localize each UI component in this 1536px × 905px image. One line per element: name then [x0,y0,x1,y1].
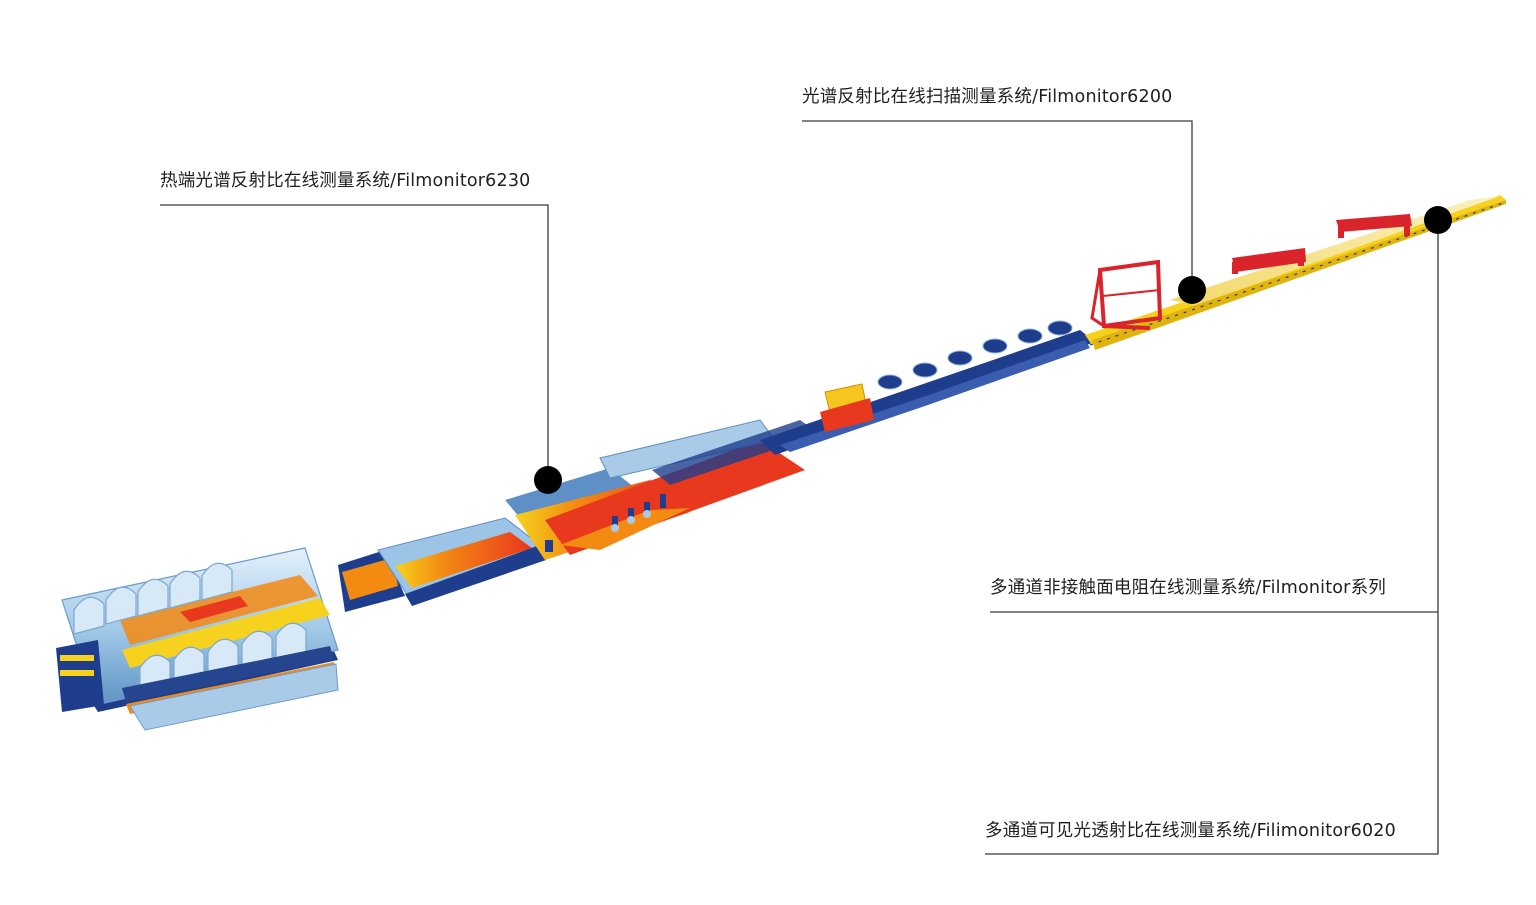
leader-line-filmonitor6200 [802,120,1193,290]
float-furnace [56,547,339,731]
scanner-gantry-large [1090,259,1163,330]
cold-end-conveyor [1085,195,1507,350]
leader-line-filmonitor6230 [160,204,549,480]
marker-dot-filmonitor6200 [1178,276,1206,304]
marker-dot-cold-end [1424,206,1452,234]
glass-production-line [56,195,1507,731]
marker-dot-filmonitor6230 [534,466,562,494]
callout-label-filmonitor6230: 热端光谱反射比在线测量系统/Filmonitor6230 [160,171,531,191]
scanner-gantry-small [1336,214,1412,238]
callout-label-filmonitor6020: 多通道可见光透射比在线测量系统/Filimonitor6020 [985,821,1396,841]
tin-bath [338,419,820,612]
callout-label-filmonitor-series: 多通道非接触面电阻在线测量系统/Filmonitor系列 [990,578,1386,598]
leader-line-filmonitor-series [990,220,1439,613]
leader-line-filmonitor6020 [985,612,1439,855]
callout-label-filmonitor6200: 光谱反射比在线扫描测量系统/Filmonitor6200 [802,87,1173,107]
scanner-gantry-medium [1232,248,1306,274]
annealing-lehr [760,320,1095,455]
